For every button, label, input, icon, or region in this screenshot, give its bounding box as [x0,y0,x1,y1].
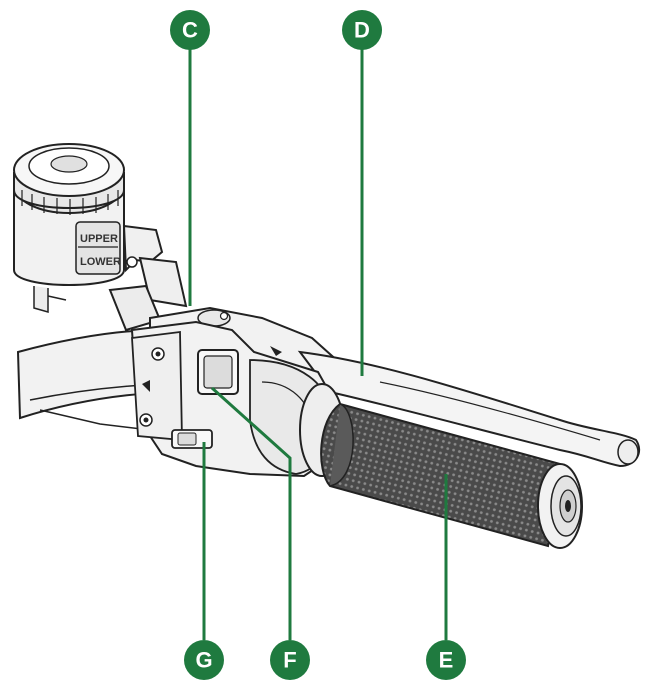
leader-lines [188,46,448,640]
callout-marker-c: C [170,10,210,50]
reservoir-upper-label: UPPER [80,233,118,245]
switch-button-upper [197,349,239,395]
callout-label-c: C [182,18,198,43]
handlebar-grip [320,402,562,548]
callout-label-f: F [283,648,296,673]
callout-label-e: E [439,648,454,673]
leader-line-f [210,386,292,640]
switch-button-lower [171,429,213,449]
callout-marker-f: F [270,640,310,680]
callout-marker-d: D [342,10,382,50]
callout-label-g: G [195,648,212,673]
front-brake-lever [297,350,641,468]
callout-label-d: D [354,18,370,43]
reservoir-bracket [108,224,188,332]
bar-end-weight [537,463,583,549]
callout-marker-e: E [426,640,466,680]
reservoir-lower-label: LOWER [80,256,121,268]
callout-marker-g: G [184,640,224,680]
brake-fluid-reservoir: UPPER LOWER [13,143,125,313]
